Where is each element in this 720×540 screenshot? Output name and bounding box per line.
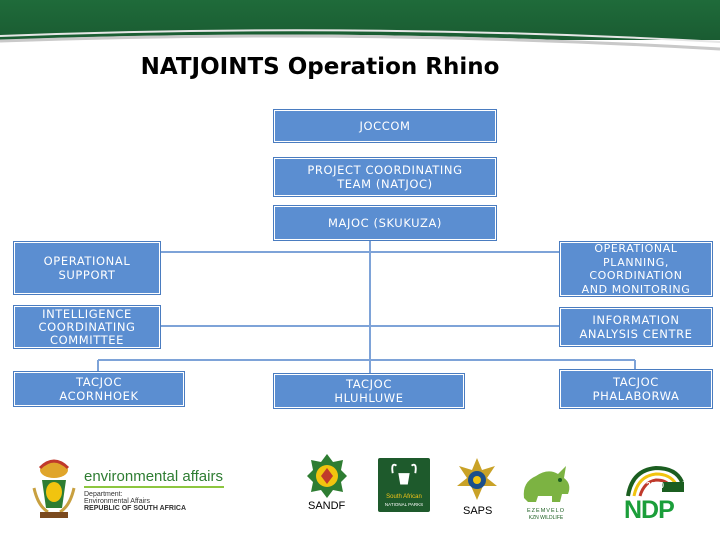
ezemvelo-line1: EZEMVELO [527, 508, 565, 514]
env-affairs-line3: REPUBLIC OF SOUTH AFRICA [84, 505, 187, 512]
node-operational-planning: OPERATIONAL PLANNING, COORDINATION AND M… [560, 242, 712, 296]
kudu-icon [391, 463, 417, 485]
saps-star-icon [457, 458, 497, 500]
header-band [0, 0, 720, 40]
node-project-coordinating-team: PROJECT COORDINATING TEAM (NATJOC) [274, 158, 496, 196]
header-swoosh [0, 29, 720, 58]
slide-title: NATJOINTS Operation Rhino [0, 54, 720, 80]
env-affairs-line2: Environmental Affairs [84, 498, 151, 505]
rhino-icon [523, 466, 570, 502]
sanparks-line1: South African [386, 494, 422, 500]
sanparks-logo: South African NATIONAL PARKS [378, 458, 430, 512]
node-tacjoc-acornhoek: TACJOC ACORNHOEK [14, 372, 184, 406]
node-tacjoc-phalaborwa: TACJOC PHALABORWA [560, 370, 712, 408]
node-operational-support: OPERATIONAL SUPPORT [14, 242, 160, 294]
node-majoc: MAJOC (SKUKUZA) [274, 206, 496, 240]
env-affairs-name: environmental affairs [84, 468, 224, 488]
ezemvelo-line2: KZN WILDLIFE [528, 515, 564, 521]
node-information-analysis-centre: INFORMATION ANALYSIS CENTRE [560, 308, 712, 346]
coat-of-arms-icon [32, 459, 76, 518]
ndp-text: NDP [624, 496, 675, 524]
slide-title-text: NATJOINTS Operation Rhino [140, 54, 500, 80]
environmental-affairs-logo: environmental affairs Department: Enviro… [84, 468, 224, 524]
ndp-badge: 2030 [646, 481, 664, 490]
sanparks-line2: NATIONAL PARKS [384, 502, 424, 507]
node-tacjoc-hluhluwe: TACJOC HLUHLUWE [274, 374, 464, 408]
ndp-2030-icon [626, 465, 684, 497]
sandf-emblem-icon [307, 454, 347, 498]
node-joccom: JOCCOM [274, 110, 496, 142]
node-intelligence-committee: INTELLIGENCE COORDINATING COMMITTEE [14, 306, 160, 348]
sandf-caption: SANDF [308, 500, 346, 512]
env-affairs-line1: Department: [84, 491, 123, 498]
saps-caption: SAPS [463, 505, 493, 517]
